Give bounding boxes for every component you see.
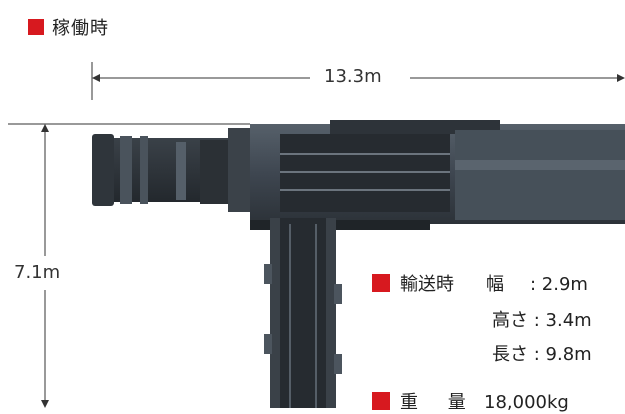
conveyor-column bbox=[264, 218, 342, 408]
feeder-arm bbox=[92, 128, 254, 212]
length-key: 長さ bbox=[492, 344, 528, 365]
spec-weight: 重 量 18,000kg bbox=[372, 388, 569, 414]
spec-length: 長さ : 9.8m bbox=[492, 340, 592, 366]
width-left-arrow-icon bbox=[92, 74, 100, 82]
height-top-arrow-icon bbox=[41, 124, 49, 132]
machine-illustration bbox=[92, 120, 625, 408]
spec-transport-width: 輸送時 幅 : 2.9m bbox=[372, 270, 588, 296]
spec-height: 高さ : 3.4m bbox=[492, 306, 592, 332]
height-key: 高さ bbox=[492, 310, 528, 331]
length-value: : 9.8m bbox=[533, 344, 592, 365]
height-bottom-arrow-icon bbox=[41, 400, 49, 408]
red-square-icon bbox=[372, 392, 390, 410]
section-header: 稼働時 bbox=[28, 14, 109, 40]
weight-value: 18,000kg bbox=[484, 392, 569, 413]
width-value: : 2.9m bbox=[530, 274, 588, 295]
width-key: 幅 bbox=[486, 274, 504, 295]
red-square-icon bbox=[28, 19, 44, 35]
width-right-arrow-icon bbox=[617, 74, 625, 82]
height-value: : 3.4m bbox=[533, 310, 592, 331]
transport-label: 輸送時 bbox=[400, 274, 454, 295]
height-dimension-label: 7.1m bbox=[14, 262, 61, 283]
main-body bbox=[250, 120, 625, 230]
weight-key: 重 量 bbox=[400, 392, 478, 413]
width-dimension-label: 13.3m bbox=[318, 66, 388, 87]
section-title: 稼働時 bbox=[52, 18, 109, 39]
red-square-icon bbox=[372, 274, 390, 292]
